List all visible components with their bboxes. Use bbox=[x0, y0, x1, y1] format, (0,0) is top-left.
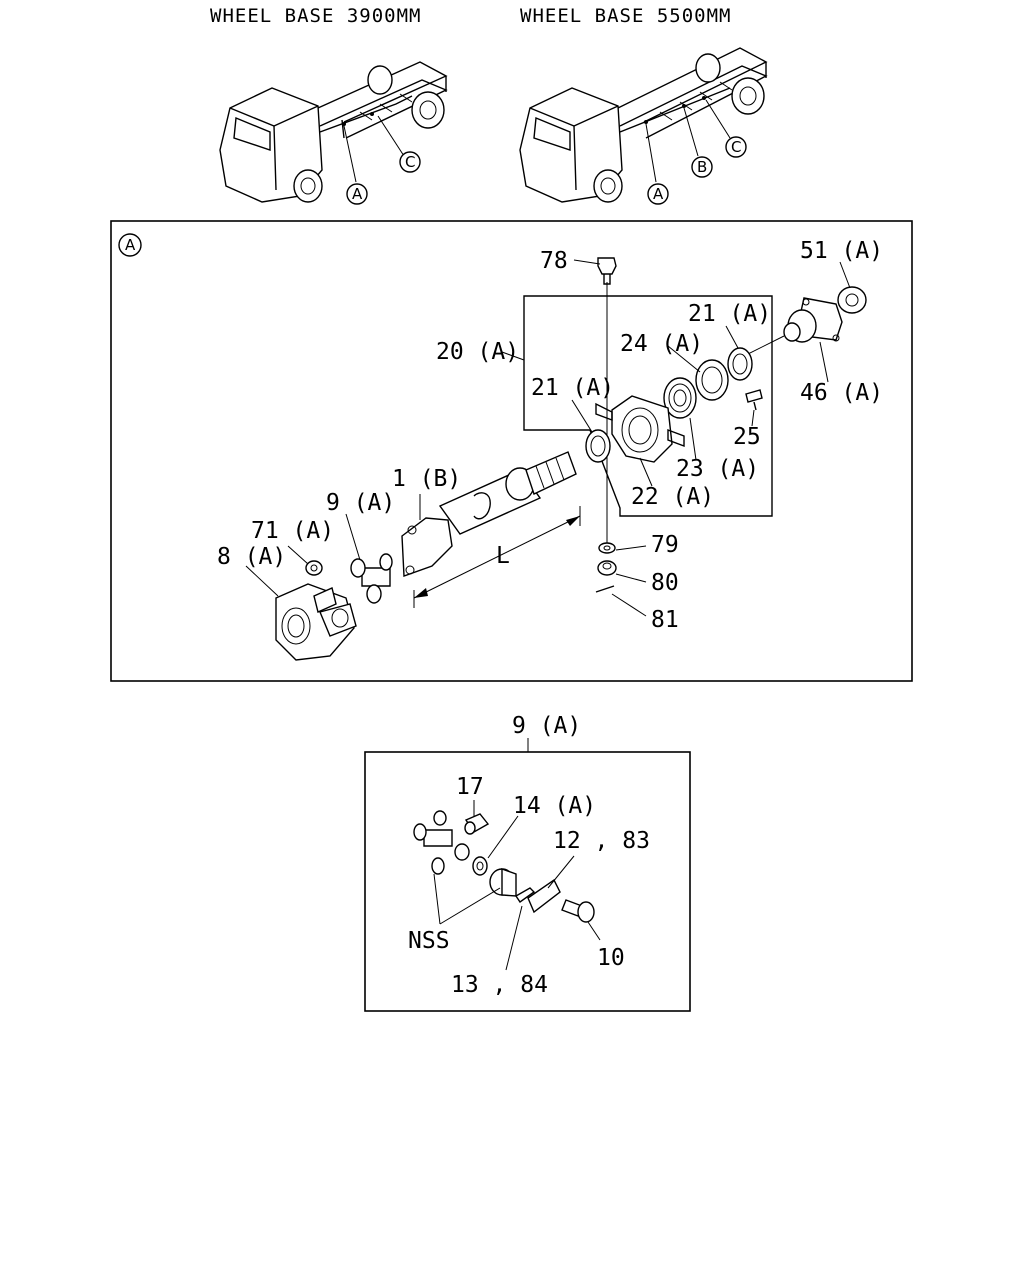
seal-14 bbox=[472, 856, 488, 876]
callout-b-right: B bbox=[691, 156, 713, 178]
svg-text:A: A bbox=[125, 236, 136, 254]
label-80: 80 bbox=[651, 570, 679, 596]
label-1b: 1 (B) bbox=[392, 466, 461, 492]
wheelbase-3900-label: WHEEL BASE 3900MM bbox=[210, 5, 421, 27]
svg-text:C: C bbox=[405, 153, 415, 171]
bolt-10 bbox=[561, 899, 595, 923]
label-23a: 23 (A) bbox=[676, 456, 759, 482]
label-79: 79 bbox=[651, 532, 679, 558]
svg-text:A: A bbox=[653, 185, 664, 203]
flange-yoke-8 bbox=[275, 583, 357, 661]
label-78: 78 bbox=[540, 248, 568, 274]
callout-c-left: C bbox=[399, 151, 421, 173]
label-8a: 8 (A) bbox=[217, 544, 286, 570]
label-21a-top: 21 (A) bbox=[688, 301, 771, 327]
detail-a-frame bbox=[110, 220, 913, 682]
detail-9a-title: 9 (A) bbox=[512, 713, 581, 739]
label-25: 25 bbox=[733, 424, 761, 450]
svg-text:B: B bbox=[697, 158, 707, 176]
washer-79 bbox=[598, 542, 616, 554]
label-nss: NSS bbox=[408, 928, 450, 954]
nut-71 bbox=[305, 560, 323, 576]
label-46a: 46 (A) bbox=[800, 380, 883, 406]
bolt-78 bbox=[597, 257, 617, 285]
nut-51 bbox=[837, 286, 867, 314]
label-51a: 51 (A) bbox=[800, 238, 883, 264]
label-10: 10 bbox=[597, 945, 625, 971]
callout-a-right: A bbox=[647, 183, 669, 205]
detail-a-leader-lines bbox=[245, 259, 851, 617]
detail-9a-frame bbox=[364, 751, 691, 1012]
label-12-83: 12 , 83 bbox=[553, 828, 650, 854]
spider-cross-nss bbox=[413, 810, 470, 875]
callout-c-right: C bbox=[725, 136, 747, 158]
label-22a: 22 (A) bbox=[631, 484, 714, 510]
seal-21-left bbox=[585, 429, 611, 463]
washer-plate-12 bbox=[527, 878, 561, 914]
nut-80 bbox=[597, 560, 617, 576]
bearing-23 bbox=[663, 377, 697, 419]
seal-21-top bbox=[727, 347, 753, 381]
detail-9a-leader-lines bbox=[433, 800, 601, 971]
label-20a: 20 (A) bbox=[436, 339, 519, 365]
housing-22 bbox=[595, 395, 685, 463]
svg-text:A: A bbox=[352, 185, 363, 203]
bracket-20-outline bbox=[523, 295, 773, 517]
grease-nipple-25 bbox=[745, 389, 763, 411]
dimension-l-label: L bbox=[496, 543, 510, 569]
label-21a-left: 21 (A) bbox=[531, 375, 614, 401]
label-14a: 14 (A) bbox=[513, 793, 596, 819]
ring-24 bbox=[695, 359, 729, 401]
label-71a: 71 (A) bbox=[251, 518, 334, 544]
dimension-l bbox=[413, 506, 581, 608]
label-24a: 24 (A) bbox=[620, 331, 703, 357]
lock-plate-13 bbox=[515, 887, 536, 903]
grease-fitting-17 bbox=[464, 813, 490, 835]
universal-joint-9 bbox=[350, 553, 393, 604]
label-17: 17 bbox=[456, 774, 484, 800]
bearing-cup bbox=[489, 868, 517, 897]
label-13-84: 13 , 84 bbox=[451, 972, 548, 998]
truck-3900-illustration bbox=[219, 61, 448, 203]
label-9a: 9 (A) bbox=[326, 490, 395, 516]
flange-46 bbox=[783, 297, 843, 343]
propeller-shaft-1 bbox=[401, 451, 577, 577]
detail-a-marker: A bbox=[118, 233, 142, 257]
callout-a-left: A bbox=[346, 183, 368, 205]
truck-5500-illustration bbox=[519, 47, 768, 203]
pin-81 bbox=[595, 585, 615, 593]
wheelbase-5500-label: WHEEL BASE 5500MM bbox=[520, 5, 731, 27]
svg-text:C: C bbox=[731, 138, 741, 156]
label-81: 81 bbox=[651, 607, 679, 633]
